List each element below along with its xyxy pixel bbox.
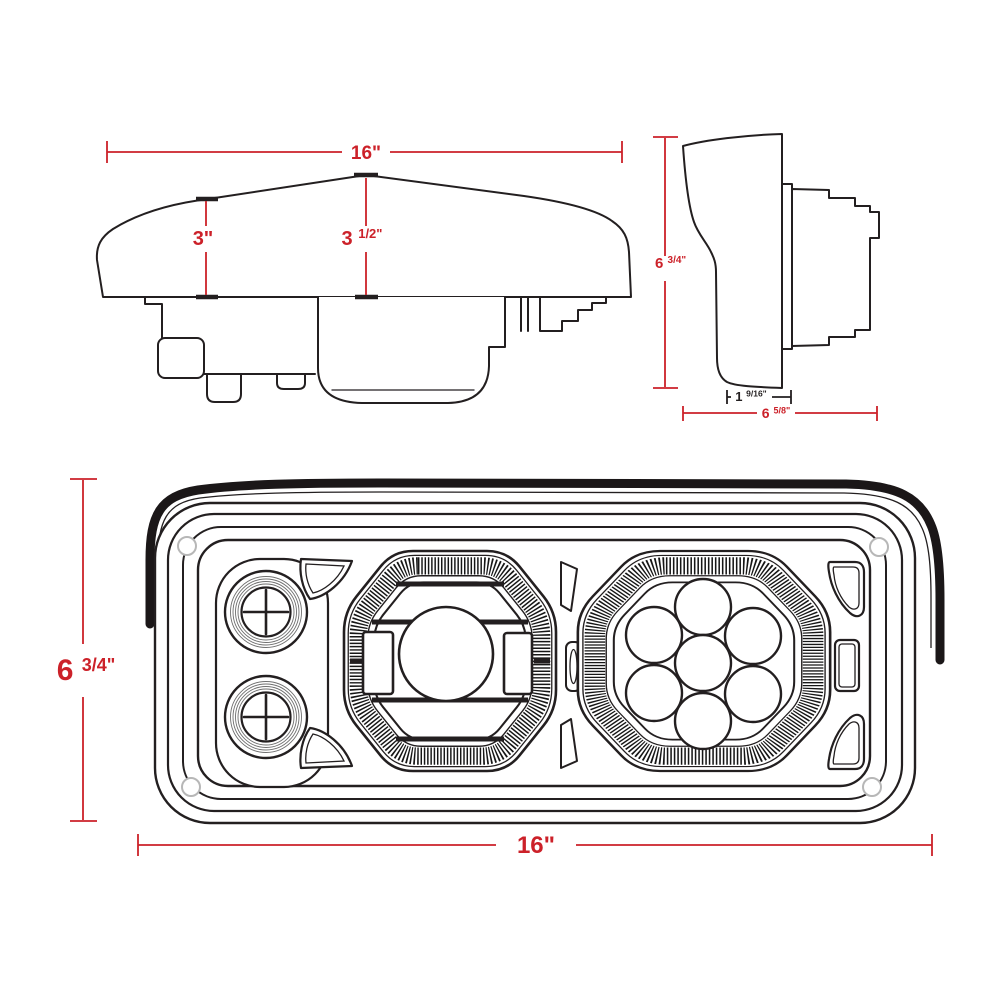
bracket-bottom-right (827, 713, 866, 771)
led-circle (673, 633, 733, 693)
bulb-tab-right (502, 631, 534, 696)
led-array (624, 577, 783, 751)
top-center-height-dimension: 3 1/2" (342, 178, 383, 295)
screw-hole-top-right (869, 537, 889, 557)
side-inset-depth-label: 1 9/16" (735, 389, 766, 405)
front-width-label: 16" (517, 832, 555, 859)
bracket-middle-right (833, 638, 861, 693)
top-width-label: 16" (351, 143, 381, 164)
side-lens-profile (682, 133, 783, 389)
front-housing-silhouette (145, 478, 945, 665)
bulb-circle (397, 605, 495, 703)
led-circle (673, 691, 733, 751)
top-width-dimension: 16" (106, 141, 623, 164)
bulb-tab-left (361, 630, 395, 696)
front-view: 6 3/4" 16" (57, 478, 945, 859)
led-circle (624, 605, 684, 665)
top-left-height-dimension: 3" (193, 201, 214, 295)
screw-hole-bottom-left (181, 777, 201, 797)
led-circle (624, 663, 684, 723)
bracket-top-right (827, 560, 866, 618)
side-mount-flange (781, 183, 793, 350)
side-view: 6 3/4" 1 9/16" 6 5/8" (653, 133, 880, 421)
side-overall-depth-dimension: 6 5/8" (682, 405, 878, 421)
marker-lamp-top (223, 569, 309, 655)
side-overall-depth-label: 6 5/8" (762, 405, 790, 421)
side-height-label: 6 3/4" (655, 255, 686, 272)
front-housing-inner-edge (157, 491, 932, 648)
front-height-label: 6 3/4" (57, 654, 116, 687)
marker-lamp-bottom (223, 674, 309, 760)
screw-hole-bottom-right (862, 777, 882, 797)
top-left-height-label: 3" (193, 228, 214, 250)
led-circle (673, 577, 733, 637)
low-beam-lamp-interior (350, 581, 550, 742)
side-height-dimension: 6 3/4" (653, 136, 686, 389)
front-width-dimension: 16" (137, 832, 933, 859)
top-view-underside (144, 296, 607, 404)
top-center-height-label: 3 1/2" (342, 226, 383, 250)
led-circle (723, 664, 783, 724)
filler-wedge-bottom-left (299, 726, 354, 770)
led-circle (723, 606, 783, 666)
top-view: 16" 3" 3 1/2" (95, 141, 632, 404)
side-back-housing (791, 188, 880, 347)
side-inset-depth-dimension: 1 9/16" (726, 389, 792, 405)
filler-wedge-top-left (299, 557, 354, 601)
front-height-dimension: 6 3/4" (57, 478, 116, 822)
screw-hole-top-left (177, 536, 197, 556)
